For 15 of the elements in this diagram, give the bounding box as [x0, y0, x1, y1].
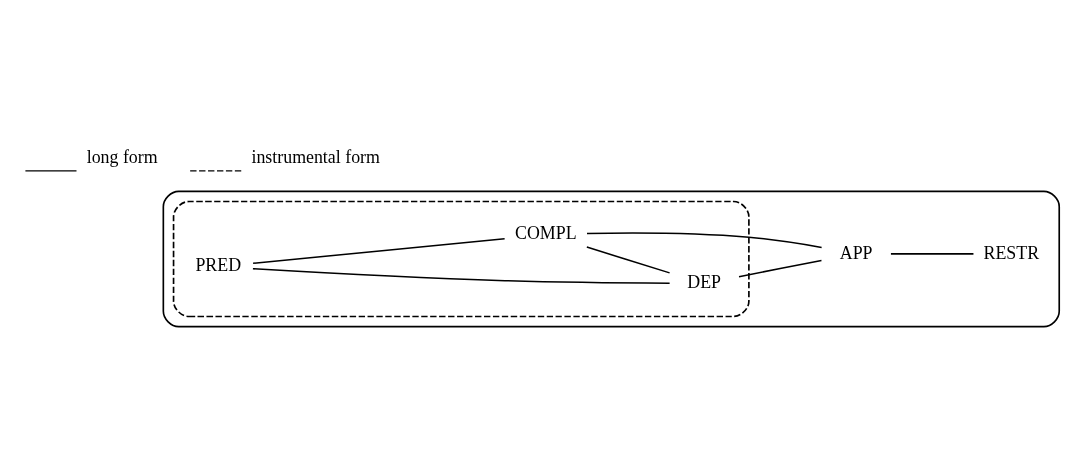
cluster — [172, 200, 750, 317]
legend-label: instrumental form — [251, 146, 380, 167]
node-text: DEP — [687, 271, 722, 292]
connector — [252, 237, 506, 264]
node-text: COMPL — [515, 222, 577, 243]
connector — [890, 252, 975, 255]
node-text: PRED — [195, 254, 242, 275]
cluster — [162, 189, 1061, 327]
node-text: RESTR — [983, 242, 1040, 263]
node-text: APP — [839, 242, 873, 263]
connector — [738, 259, 823, 277]
connector — [586, 245, 671, 274]
connector — [586, 231, 823, 248]
connector — [252, 267, 671, 284]
legend-label: long form — [86, 146, 158, 167]
